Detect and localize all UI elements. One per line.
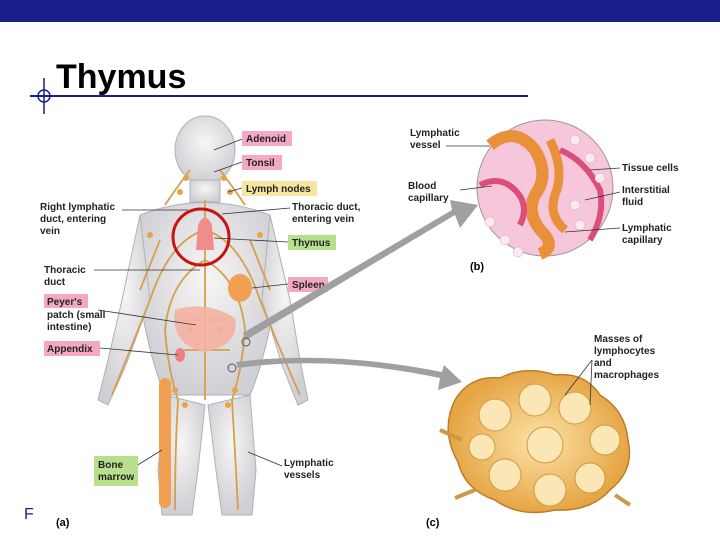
svg-text:Spleen: Spleen [292,280,325,291]
title-underline [30,95,528,97]
leader-lines-c [564,359,593,406]
svg-text:Masses of: Masses of [594,334,643,345]
svg-text:intestine): intestine) [47,322,91,333]
label-bone-marrow: Bone marrow [94,456,138,486]
svg-text:macrophages: macrophages [594,370,659,381]
svg-text:and: and [594,358,612,369]
svg-text:Tonsil: Tonsil [246,158,275,169]
lymphatic-system-figure: Adenoid Tonsil Lymph nodes Right lymphat… [40,115,679,529]
labels-b: Lymphatic vessel Blood capillary Tissue … [408,128,679,246]
svg-text:entering vein: entering vein [292,214,354,225]
label-thoracic-duct: Thoracic duct [44,265,86,288]
svg-text:Tissue cells: Tissue cells [622,163,679,174]
stray-letter: F [24,506,34,523]
leader-lines-a [94,138,291,467]
label-adenoid: Adenoid [242,131,292,146]
label-thymus: Thymus [288,235,336,250]
panel-c-letter: (c) [426,517,440,529]
svg-text:marrow: marrow [98,472,134,483]
svg-text:Blood: Blood [408,181,436,192]
svg-text:Thymus: Thymus [292,238,331,249]
label-appendix: Appendix [44,341,100,356]
svg-text:Adenoid: Adenoid [246,134,286,145]
svg-text:patch (small: patch (small [47,310,106,321]
labels-c: Masses of lymphocytes and macrophages [594,334,659,381]
svg-text:Lymphatic: Lymphatic [284,458,334,469]
label-right-lymphatic-duct: Right lymphatic duct, entering vein [40,202,115,237]
zoom-arrows [227,200,478,390]
label-tonsil: Tonsil [242,155,282,170]
svg-text:Interstitial: Interstitial [622,185,670,196]
svg-text:vein: vein [40,226,60,237]
svg-text:Thoracic duct,: Thoracic duct, [292,202,361,213]
svg-text:Appendix: Appendix [47,344,93,355]
svg-text:lymphocytes: lymphocytes [594,346,656,357]
svg-text:Lymph nodes: Lymph nodes [246,184,311,195]
svg-text:Right lymphatic: Right lymphatic [40,202,115,213]
svg-text:duct, entering: duct, entering [40,214,106,225]
svg-text:duct: duct [44,277,66,288]
svg-text:Thoracic: Thoracic [44,265,86,276]
panel-b-letter: (b) [470,261,484,273]
header-bar [0,0,720,22]
svg-text:Peyer's: Peyer's [47,297,83,308]
lymph-node-illustration [439,369,632,514]
label-lymphatic-vessels: Lymphatic vessels [284,458,334,481]
capillary-bed-illustration [476,119,614,260]
svg-text:Bone: Bone [98,460,123,471]
label-thoracic-duct-vein: Thoracic duct, entering vein [292,202,361,225]
svg-text:capillary: capillary [408,193,449,204]
svg-text:fluid: fluid [622,197,643,208]
panel-a-letter: (a) [56,517,70,529]
thymus-highlight-circle [171,207,231,267]
svg-text:capillary: capillary [622,235,663,246]
organs [159,217,252,508]
label-peyers-patch: Peyer's patch (small intestine) [44,294,106,333]
svg-text:Lymphatic: Lymphatic [410,128,460,139]
slide-title: Thymus [56,58,187,96]
leader-lines-b [446,145,621,233]
label-spleen: Spleen [288,277,328,292]
label-lymph-nodes: Lymph nodes [242,181,317,196]
svg-text:Lymphatic: Lymphatic [622,223,672,234]
svg-text:vessels: vessels [284,470,321,481]
svg-text:vessel: vessel [410,140,441,151]
